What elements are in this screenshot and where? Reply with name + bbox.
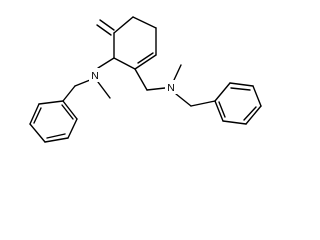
ring-bond-c2-c3 bbox=[113, 16, 134, 34]
left-phenyl-ring bbox=[29, 100, 78, 143]
right-ring-inner-bond bbox=[243, 106, 257, 121]
left-ring-inner-bond bbox=[46, 133, 66, 139]
right-ring-bond bbox=[252, 85, 262, 107]
left-ring-bond bbox=[44, 137, 69, 143]
left-ring-bond bbox=[29, 103, 40, 125]
bond-ch2-phenyl-left bbox=[62, 85, 76, 102]
cyclohexene-ring bbox=[113, 16, 157, 70]
bond-n2-methyl bbox=[173, 64, 182, 81]
bond-ch2-phenyl-right bbox=[190, 100, 216, 107]
bond-n1-ch2 bbox=[74, 79, 91, 87]
bond-n1-methyl bbox=[97, 81, 111, 99]
right-ring-bond bbox=[222, 120, 247, 125]
right-ring-bond bbox=[214, 100, 224, 122]
right-ring-bond bbox=[229, 82, 254, 87]
ring-bond-c6-c1 bbox=[113, 57, 136, 70]
ring-bond-c3-c4 bbox=[132, 16, 157, 29]
ring-bond-c5-c6 bbox=[134, 54, 157, 70]
nitrogen-label-right: N bbox=[167, 82, 175, 94]
left-ring-bond bbox=[38, 100, 64, 105]
atom-label-n2: N bbox=[165, 80, 177, 94]
right-ring-bond bbox=[214, 82, 231, 102]
atom-label-n1: N bbox=[89, 68, 101, 82]
left-ring-inner-bond bbox=[33, 107, 42, 124]
left-ring-inner-bond bbox=[61, 104, 74, 120]
right-ring-bond bbox=[245, 105, 262, 125]
ring-double-bond-inner bbox=[137, 52, 154, 64]
right-amine-group bbox=[134, 64, 216, 107]
bond-ch2-n2 bbox=[146, 87, 166, 91]
bond-c1-n1 bbox=[97, 57, 115, 69]
right-ring-inner-bond bbox=[218, 101, 226, 118]
right-phenyl-ring bbox=[214, 82, 262, 125]
left-ring-bond bbox=[67, 118, 78, 139]
right-ring-inner-bond bbox=[230, 87, 251, 91]
structural-formula: N N bbox=[29, 16, 262, 143]
bond-n2-ch2 bbox=[175, 93, 192, 107]
left-amine-group bbox=[62, 57, 115, 102]
methylene-double-bond-b bbox=[96, 24, 112, 36]
left-ring-bond bbox=[29, 123, 46, 143]
left-ring-bond bbox=[62, 100, 78, 120]
nitrogen-label-left: N bbox=[91, 70, 99, 82]
methylene-double-bond-a bbox=[99, 19, 115, 31]
bond-c6-ch2 bbox=[134, 68, 148, 91]
molecule-canvas: N N bbox=[29, 16, 262, 143]
methylene-group bbox=[96, 19, 115, 36]
